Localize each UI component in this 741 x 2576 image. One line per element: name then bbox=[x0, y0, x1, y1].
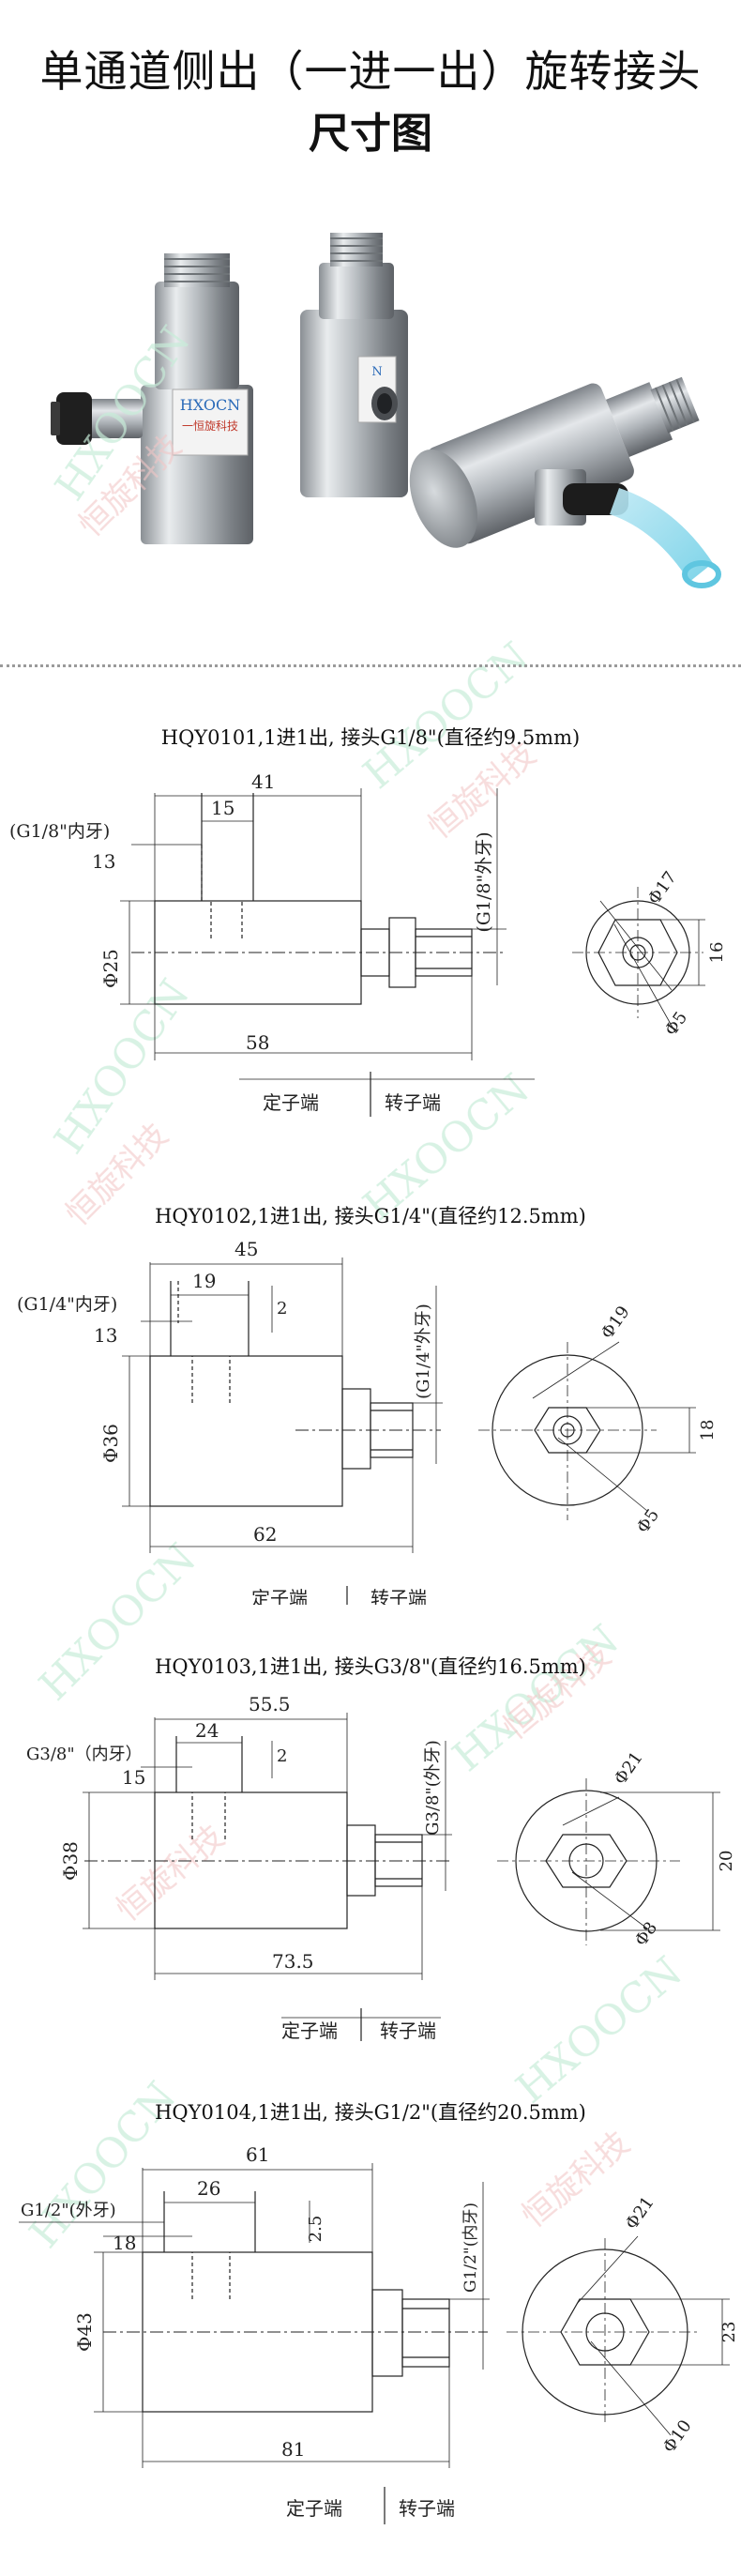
model-3-heading: HQY0103,1进1出, 接头G3/8"(直径约16.5mm) bbox=[155, 1655, 586, 1678]
model-1-drawing: 41 15 (G1/8"内牙) 13 Φ25 58 (G1/8"外牙) Φ17 … bbox=[9, 770, 727, 1117]
dim-total-length: 58 bbox=[246, 1031, 269, 1054]
dim-flat: 18 bbox=[698, 1420, 718, 1441]
dim-body-diameter: Φ43 bbox=[73, 2312, 96, 2352]
dim-port-offset: 18 bbox=[113, 2232, 136, 2254]
model-4-heading: HQY0104,1进1出, 接头G1/2"(直径约20.5mm) bbox=[155, 2101, 586, 2124]
product-1: HXOCN 一恒旋科技 bbox=[51, 253, 253, 544]
stator-label: 定子端 bbox=[263, 1091, 319, 1114]
brand-cn-1: 一恒旋科技 bbox=[182, 419, 238, 433]
dim-port-width: 24 bbox=[195, 1719, 219, 1742]
outlet-thread-label: G3/8"(外牙) bbox=[423, 1740, 443, 1836]
dim-hole: Φ5 bbox=[661, 1008, 691, 1040]
dim-flat: 16 bbox=[707, 942, 727, 964]
stator-label: 定子端 bbox=[281, 2020, 338, 2042]
dim-hex: Φ21 bbox=[611, 1748, 647, 1789]
model-3-drawing: 55.5 24 G3/8"（内牙） 15 2 Φ38 73.5 G3/8"(外牙… bbox=[26, 1693, 736, 2042]
inlet-thread-label: G1/2"(外牙) bbox=[21, 2201, 116, 2220]
dim-body-diameter: Φ36 bbox=[99, 1424, 122, 1463]
stator-label: 定子端 bbox=[251, 1587, 308, 1605]
dim-port-offset: 13 bbox=[94, 1324, 117, 1347]
dim-port-width: 26 bbox=[197, 2177, 220, 2200]
dim-hole: Φ10 bbox=[659, 2416, 696, 2457]
rotor-label: 转子端 bbox=[370, 1587, 427, 1605]
dim-length-top: 55.5 bbox=[249, 1693, 291, 1715]
dim-hole: Φ5 bbox=[633, 1505, 663, 1537]
inlet-thread-label: (G1/8"内牙) bbox=[9, 821, 110, 842]
dim-length-top: 41 bbox=[251, 770, 275, 793]
model-4-drawing: 61 26 G1/2"(外牙) 18 2.5 Φ43 81 G1/2"(内牙) … bbox=[19, 2143, 739, 2524]
section-divider bbox=[0, 664, 741, 667]
product-3 bbox=[409, 376, 721, 588]
page-title: 单通道侧出（一进一出）旋转接头 bbox=[39, 46, 702, 97]
dim-flat: 20 bbox=[717, 1851, 736, 1872]
page-subtitle: 尺寸图 bbox=[309, 110, 432, 158]
model-2-heading: HQY0102,1进1出, 接头G1/4"(直径约12.5mm) bbox=[155, 1205, 586, 1227]
rotor-label: 转子端 bbox=[385, 1091, 441, 1114]
dim-total-length: 73.5 bbox=[272, 1950, 314, 1973]
dim-port-offset: 13 bbox=[92, 850, 115, 873]
outlet-thread-label: (G1/8"外牙) bbox=[474, 831, 494, 932]
product-2: N bbox=[300, 233, 408, 497]
dim-body-diameter: Φ38 bbox=[59, 1841, 82, 1881]
dim-hex: Φ19 bbox=[597, 1303, 634, 1343]
dim-body-diameter: Φ25 bbox=[99, 949, 122, 988]
dim-port-offset: 15 bbox=[122, 1766, 145, 1789]
dim-step: 2.5 bbox=[306, 2216, 325, 2243]
outlet-thread-label: G1/2"(内牙) bbox=[461, 2203, 480, 2293]
model-1-heading: HQY0101,1进1出, 接头G1/8"(直径约9.5mm) bbox=[160, 726, 581, 749]
inlet-thread-label: G3/8"（内牙） bbox=[26, 1745, 143, 1764]
dim-flat: 23 bbox=[719, 2322, 739, 2343]
model-2-drawing: 45 19 (G1/4"内牙) 13 2 Φ36 62 (G1/4"外牙) Φ1… bbox=[17, 1238, 718, 1605]
dim-port-width: 15 bbox=[211, 797, 234, 819]
dim-port-width: 19 bbox=[192, 1270, 216, 1292]
stator-label: 定子端 bbox=[286, 2497, 342, 2520]
outlet-thread-label: (G1/4"外牙) bbox=[414, 1303, 433, 1399]
brand-mark-1: HXOCN bbox=[180, 396, 240, 414]
rotor-label: 转子端 bbox=[380, 2020, 436, 2042]
inlet-thread-label: (G1/4"内牙) bbox=[17, 1294, 117, 1315]
dim-step: 2 bbox=[277, 1746, 287, 1766]
product-photo: HXOCN 一恒旋科技 N bbox=[51, 233, 721, 588]
dim-length-top: 61 bbox=[246, 2143, 269, 2166]
dim-hole: Φ8 bbox=[631, 1918, 661, 1950]
dim-hex: Φ21 bbox=[622, 2193, 658, 2233]
dim-step: 2 bbox=[277, 1299, 287, 1318]
dim-total-length: 81 bbox=[281, 2438, 305, 2461]
rotor-label: 转子端 bbox=[399, 2497, 455, 2520]
dim-total-length: 62 bbox=[253, 1523, 277, 1546]
svg-text:N: N bbox=[371, 365, 382, 379]
dim-length-top: 45 bbox=[234, 1238, 258, 1260]
